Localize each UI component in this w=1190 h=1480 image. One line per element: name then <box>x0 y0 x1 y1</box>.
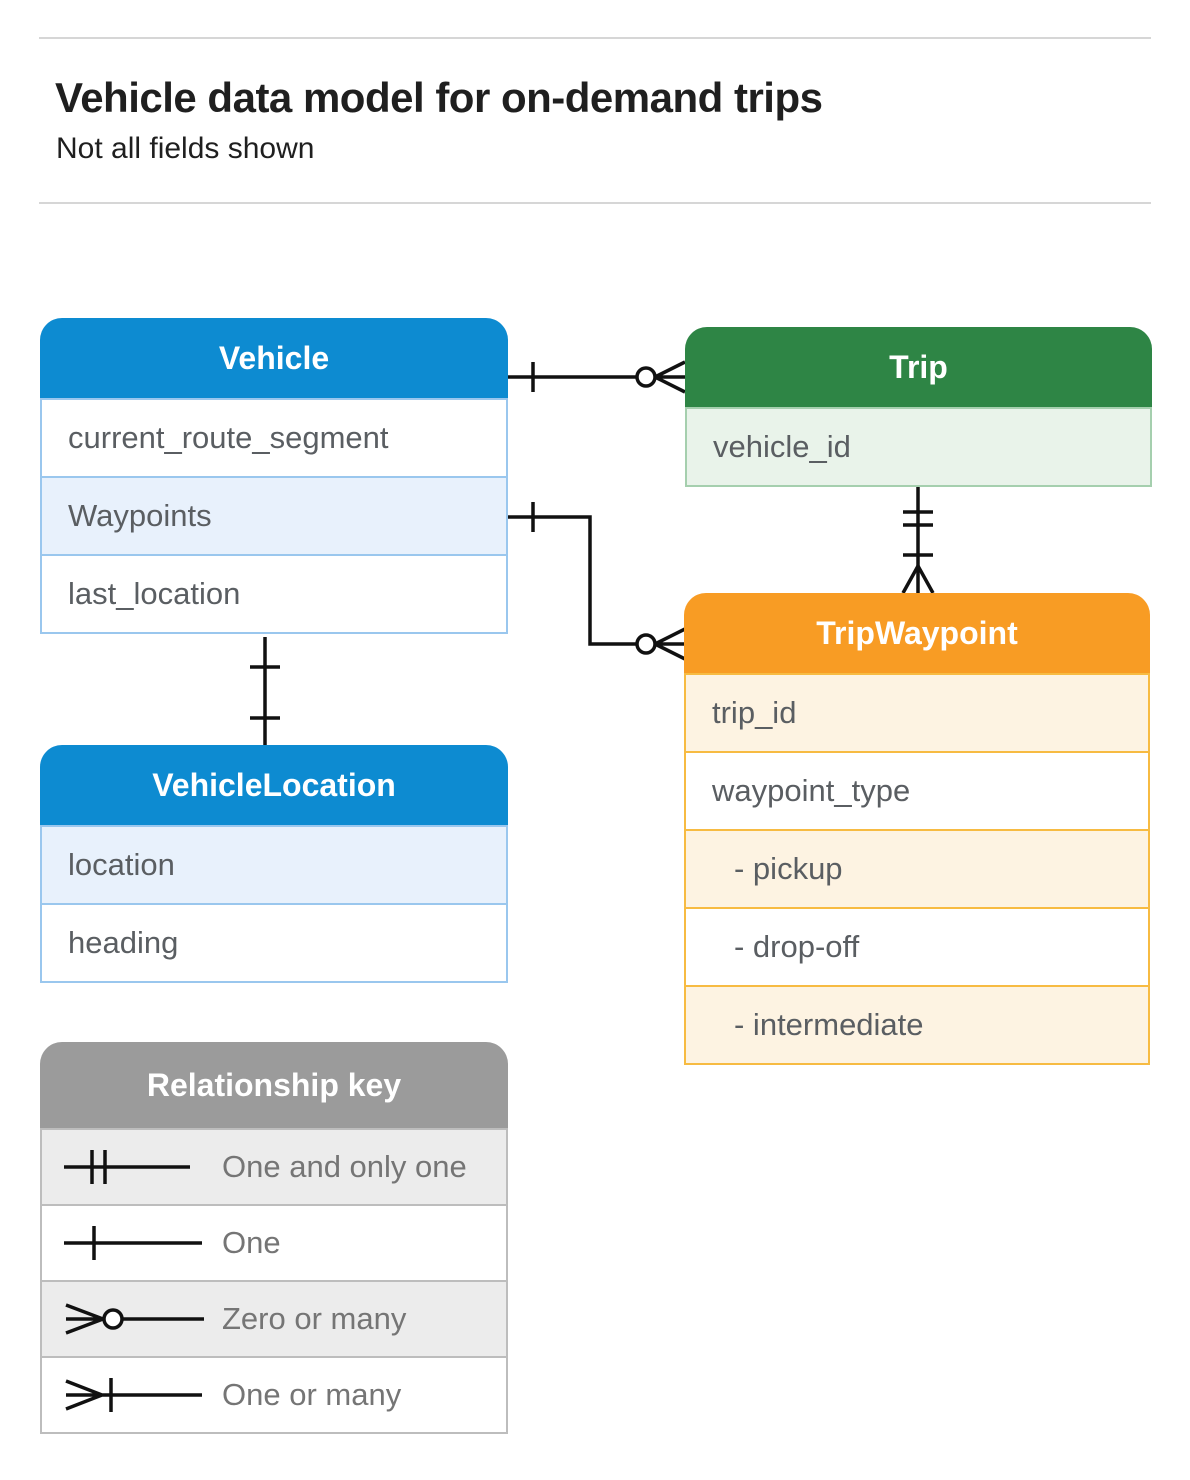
relationship-key-header: Relationship key <box>40 1042 508 1128</box>
field-current-route-segment: current_route_segment <box>40 398 508 478</box>
legend-label: One or many <box>222 1377 402 1412</box>
legend-row-one-and-only-one: One and only one <box>40 1128 508 1206</box>
legend-row-one-or-many: One or many <box>40 1356 508 1434</box>
legend-label: One and only one <box>222 1149 467 1184</box>
one-and-only-one-icon <box>64 1150 190 1184</box>
zero-or-many-icon <box>65 1303 204 1335</box>
field-vehicle-id: vehicle_id <box>685 407 1152 487</box>
field-waypoint-type-intermediate: - intermediate <box>684 985 1150 1065</box>
entity-trip-header: Trip <box>685 327 1152 407</box>
legend-label: Zero or many <box>222 1301 407 1336</box>
relationship-key: Relationship key One and only one One Ze… <box>40 1042 508 1434</box>
entity-vehiclelocation: VehicleLocation location heading <box>40 745 508 983</box>
connector-vehicle-vehiclelocation <box>250 637 280 745</box>
field-waypoints: Waypoints <box>40 476 508 556</box>
field-waypoint-type-dropoff: - drop-off <box>684 907 1150 987</box>
entity-vehiclelocation-header: VehicleLocation <box>40 745 508 825</box>
field-heading: heading <box>40 903 508 983</box>
top-divider <box>39 37 1151 39</box>
legend-row-zero-or-many: Zero or many <box>40 1280 508 1358</box>
entity-vehicle-header: Vehicle <box>40 318 508 398</box>
connector-waypoints-tripwaypoint <box>508 502 686 661</box>
connector-trip-tripwaypoint <box>901 487 935 594</box>
entity-tripwaypoint-header: TripWaypoint <box>684 593 1150 673</box>
field-last-location: last_location <box>40 554 508 634</box>
field-waypoint-type: waypoint_type <box>684 751 1150 831</box>
field-trip-id: trip_id <box>684 673 1150 753</box>
second-divider <box>39 202 1151 204</box>
legend-label: One <box>222 1225 281 1260</box>
one-icon <box>64 1226 202 1260</box>
field-location: location <box>40 825 508 905</box>
page-subtitle: Not all fields shown <box>56 132 315 165</box>
one-or-many-icon <box>65 1378 202 1412</box>
entity-vehicle: Vehicle current_route_segment Waypoints … <box>40 318 508 634</box>
legend-row-one: One <box>40 1204 508 1282</box>
page-title: Vehicle data model for on-demand trips <box>55 74 823 121</box>
entity-tripwaypoint: TripWaypoint trip_id waypoint_type - pic… <box>684 593 1150 1065</box>
entity-trip: Trip vehicle_id <box>685 327 1152 487</box>
connector-vehicle-trip <box>508 360 686 394</box>
field-waypoint-type-pickup: - pickup <box>684 829 1150 909</box>
